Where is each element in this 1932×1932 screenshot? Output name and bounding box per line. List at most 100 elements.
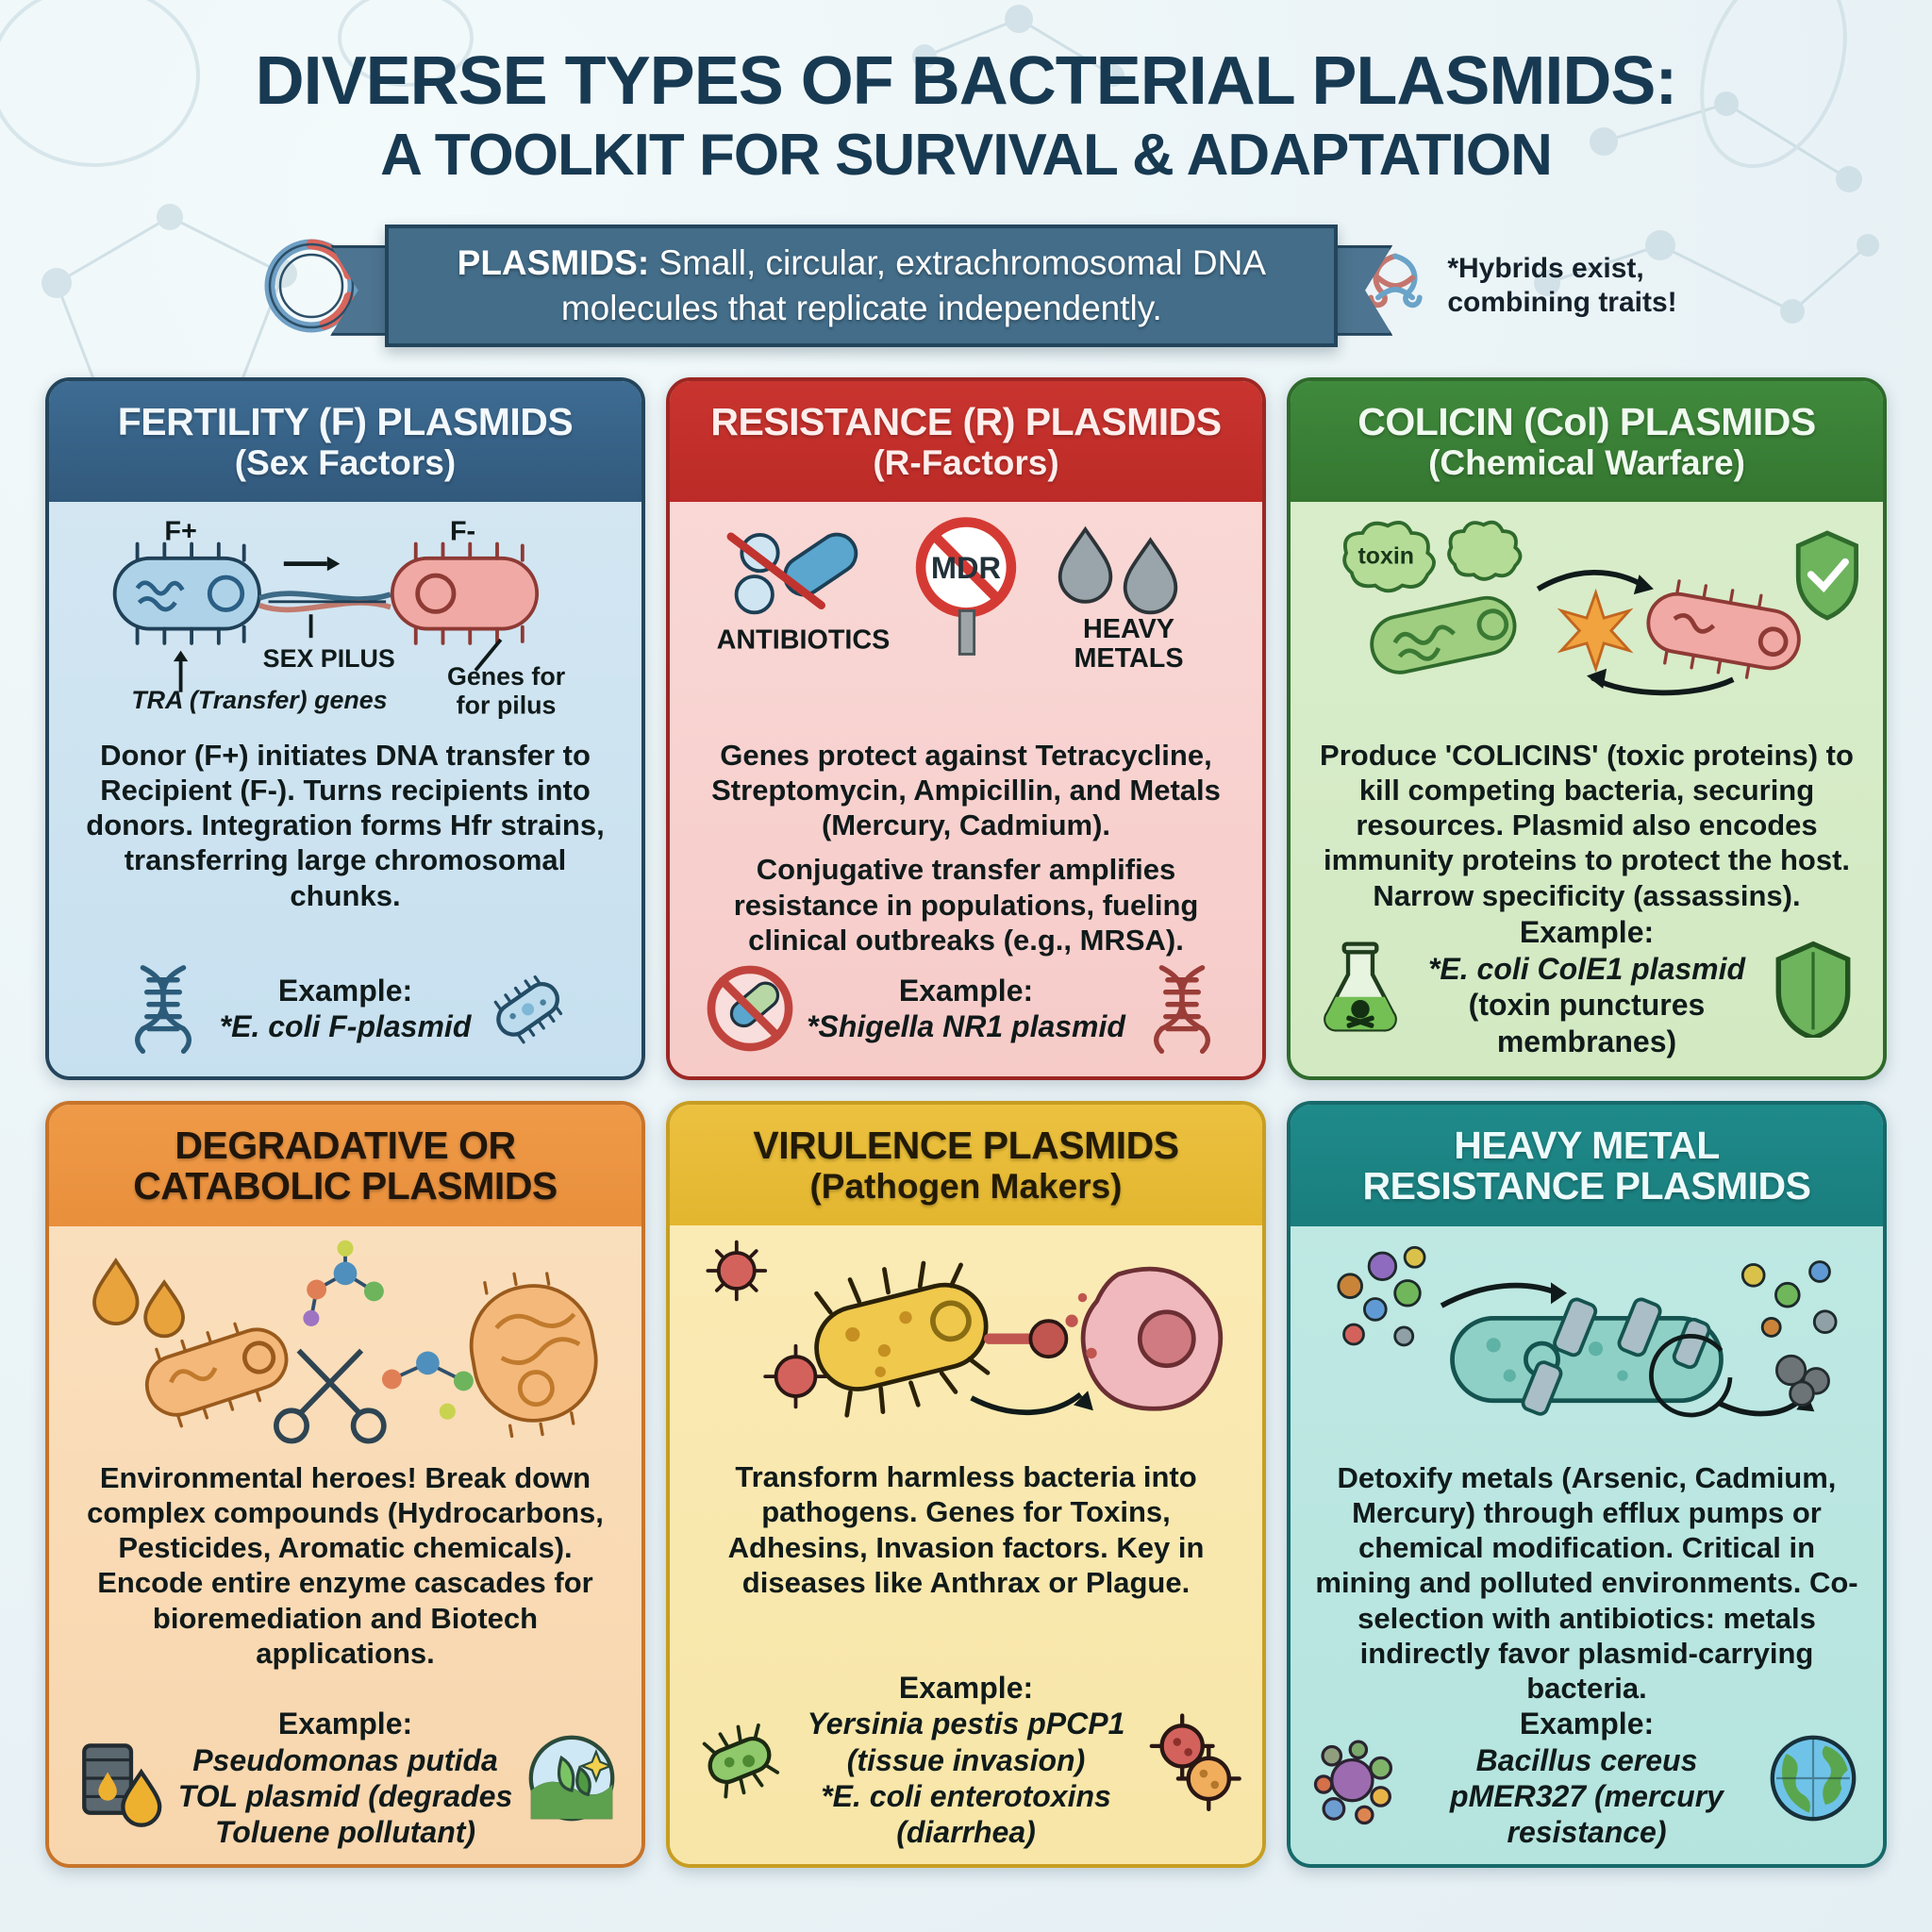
- card-resistance-header: RESISTANCE (R) PLASMIDS (R-Factors): [670, 380, 1262, 502]
- metal-resistant-cell-icon: [1450, 1297, 1724, 1416]
- card-heavy-metal-description: Detoxify metals (Arsenic, Cadmium, Mercu…: [1315, 1460, 1858, 1706]
- ribbon-body: PLASMIDS: Small, circular, extrachromoso…: [385, 224, 1339, 347]
- card-degradative-header: DEGRADATIVE OR CATABOLIC PLASMIDS: [49, 1105, 641, 1226]
- card-colicin-example: Example: *E. coli ColE1 plasmid (toxin p…: [1309, 914, 1864, 1059]
- page-title-line1: DIVERSE TYPES OF BACTERIAL PLASMIDS:: [255, 43, 1678, 119]
- card-virulence-subtitle: (Pathogen Makers): [809, 1167, 1123, 1207]
- card-virulence-description: Transform harmless bacteria into pathoge…: [727, 1460, 1205, 1599]
- green-bacterium-icon: [702, 1723, 780, 1799]
- heavy-metals-label-line1: HEAVY: [1083, 614, 1174, 644]
- card-resistance-description-2: Conjugative transfer amplifies resistanc…: [733, 853, 1199, 957]
- definition-lead: PLASMIDS:: [457, 243, 650, 283]
- bacterium-icon: [494, 974, 563, 1044]
- heavy-metals-icon: [1058, 525, 1178, 615]
- card-degradative-plasmids[interactable]: DEGRADATIVE OR CATABOLIC PLASMIDS: [45, 1101, 645, 1868]
- card-virulence-example-text: Example: Yersinia pestis pPCP1 (tissue i…: [796, 1670, 1136, 1851]
- metal-ions-icon: [1337, 1245, 1426, 1347]
- efflux-pump-diagram: [1337, 1245, 1838, 1418]
- oil-barrel-icon: [82, 1743, 162, 1827]
- dna-helix-icon: [134, 965, 192, 1055]
- eco-nature-icon: [528, 1735, 615, 1822]
- card-degradative-body: Environmental heroes! Break down complex…: [49, 1225, 641, 1864]
- card-fertility-body: F+ F-: [49, 501, 641, 1077]
- pilus-genes-label-line1: Genes for: [447, 662, 566, 691]
- antibiotics-icon: [726, 532, 858, 615]
- tra-genes-label: TRA (Transfer) genes: [131, 686, 387, 714]
- oil-droplets-icon: [92, 1257, 185, 1339]
- catabolism-diagram: [92, 1240, 598, 1444]
- tangled-plasmid-icon: [1368, 253, 1423, 308]
- toxin-label: toxin: [1358, 542, 1415, 569]
- toxin-cloud-icon: toxin: [1342, 520, 1523, 593]
- pathogen-bacterium-icon: [814, 1260, 991, 1418]
- exported-ions-icon: [1740, 1260, 1838, 1338]
- card-fertility-plasmids[interactable]: FERTILITY (F) PLASMIDS (Sex Factors) F+ …: [45, 376, 645, 1081]
- recipient-label: F-: [450, 517, 475, 547]
- card-resistance-plasmids[interactable]: RESISTANCE (R) PLASMIDS (R-Factors) ANTI…: [666, 376, 1266, 1081]
- card-degradative-subtitle: CATABOLIC PLASMIDS: [133, 1164, 558, 1208]
- plasmid-card-grid: FERTILITY (F) PLASMIDS (Sex Factors) F+ …: [0, 357, 1932, 1907]
- card-virulence-header: VIRULENCE PLASMIDS (Pathogen Makers): [670, 1105, 1262, 1226]
- card-heavy-metal-body: Detoxify metals (Arsenic, Cadmium, Mercu…: [1291, 1225, 1883, 1864]
- definition-body: Small, circular, extrachromosomal DNA mo…: [560, 243, 1266, 327]
- card-heavy-metal-plasmids[interactable]: HEAVY METAL RESISTANCE PLASMIDS: [1287, 1101, 1887, 1868]
- recipient-cell-icon: [390, 541, 540, 645]
- example-value: *E. coli F-plasmid: [219, 1009, 472, 1044]
- sex-pilus-label: SEX PILUS: [263, 644, 395, 673]
- card-resistance-description-1: Genes protect against Tetracycline, Stre…: [711, 738, 1221, 842]
- card-colicin-plasmids[interactable]: COLICIN (Col) PLASMIDS (Chemical Warfare…: [1287, 376, 1887, 1081]
- example-note: (toxin punctures membranes): [1468, 988, 1706, 1058]
- example-label: Example:: [277, 1707, 413, 1741]
- card-virulence-plasmids[interactable]: VIRULENCE PLASMIDS (Pathogen Makers): [666, 1101, 1266, 1868]
- card-colicin-title: COLICIN (Col) PLASMIDS: [1357, 399, 1816, 443]
- dna-helix-icon: [1153, 965, 1210, 1055]
- molecule-icon: [303, 1240, 384, 1326]
- no-pills-icon: [707, 965, 793, 1052]
- card-virulence-title: VIRULENCE PLASMIDS: [753, 1124, 1179, 1168]
- card-heavy-metal-title: HEAVY METAL: [1454, 1124, 1720, 1168]
- card-fertility-title: FERTILITY (F) PLASMIDS: [117, 399, 574, 443]
- example-label: Example:: [1519, 915, 1655, 950]
- card-degradative-example: Example: Pseudomonas putida TOL plasmid …: [68, 1706, 623, 1851]
- mdr-prohibition-icon: MDR: [915, 517, 1017, 656]
- card-resistance-example-text: Example: *Shigella NR1 plasmid: [807, 973, 1125, 1045]
- card-fertility-subtitle: (Sex Factors): [234, 443, 457, 483]
- card-fertility-header: FERTILITY (F) PLASMIDS (Sex Factors): [49, 380, 641, 502]
- card-resistance-title: RESISTANCE (R) PLASMIDS: [710, 399, 1222, 443]
- definition-ribbon: PLASMIDS: Small, circular, extrachromoso…: [330, 224, 1393, 347]
- card-resistance-example: Example: *Shigella NR1 plasmid: [689, 958, 1243, 1059]
- producer-bacterium-icon: [1370, 595, 1517, 675]
- hybrid-note-line2: combining traits!: [1447, 286, 1677, 318]
- card-resistance-subtitle: (R-Factors): [873, 443, 1059, 483]
- card-colicin-header: COLICIN (Col) PLASMIDS (Chemical Warfare…: [1291, 380, 1883, 502]
- definition-text: PLASMIDS: Small, circular, extrachromoso…: [389, 241, 1334, 330]
- example-value: *E. coli ColE1 plasmid: [1427, 951, 1746, 986]
- resistance-threats-diagram: ANTIBIOTICS MDR HEAVY METALS: [717, 517, 1184, 674]
- card-heavy-metal-header: HEAVY METAL RESISTANCE PLASMIDS: [1291, 1105, 1883, 1226]
- poison-flask-icon: [1324, 941, 1397, 1032]
- enzyme-bacterium-icon: [469, 1272, 598, 1439]
- card-fertility-example-text: Example: *E. coli F-plasmid: [220, 973, 472, 1045]
- host-cell-icon: [1080, 1266, 1224, 1411]
- mdr-label: MDR: [931, 551, 1001, 585]
- donor-label: F+: [164, 517, 196, 547]
- lysis-burst-icon: [1557, 588, 1634, 674]
- immunity-shield-icon: [1795, 530, 1858, 621]
- earth-globe-icon: [1770, 1735, 1857, 1822]
- colicin-warfare-diagram: toxin: [1342, 520, 1858, 696]
- card-heavy-metal-example: Example: Bacillus cereus pMER327 (mercur…: [1309, 1706, 1864, 1851]
- example-value: Bacillus cereus pMER327 (mercury resista…: [1450, 1742, 1724, 1850]
- example-label: Example:: [898, 973, 1034, 1008]
- card-virulence-example: Example: Yersinia pestis pPCP1 (tissue i…: [689, 1670, 1243, 1851]
- metal-ions-icon: [1313, 1740, 1393, 1825]
- efflux-pump-channel: [1521, 1297, 1711, 1416]
- conjugation-diagram: F+ F-: [112, 517, 566, 720]
- page-title-line2: A TOOLKIT FOR SURVIVAL & ADAPTATION: [380, 123, 1553, 189]
- hybrid-note-text: *Hybrids exist, combining traits!: [1447, 252, 1676, 320]
- card-heavy-metal-subtitle: RESISTANCE PLASMIDS: [1362, 1164, 1811, 1208]
- hybrid-note: *Hybrids exist, combining traits!: [1355, 245, 1677, 326]
- toxin-particle-icon: [706, 1240, 828, 1409]
- degrading-bacterium-icon: [144, 1322, 289, 1428]
- donor-cell-icon: [112, 541, 261, 645]
